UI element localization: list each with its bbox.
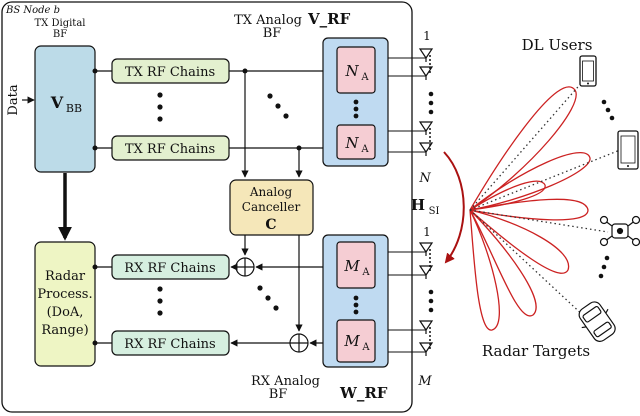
junction-dot: [92, 340, 98, 346]
bs-node-title: BS Node b: [5, 5, 60, 16]
rx-phase-block-2: [336, 319, 376, 363]
radar-targets-label: Radar Targets: [482, 342, 590, 360]
tx-phase-block-2: [336, 124, 376, 160]
analog-canceller-block: [229, 179, 314, 236]
drone-icon: [599, 215, 640, 247]
dl-users-label: DL Users: [522, 36, 593, 54]
rx-phase-block-1: [336, 241, 376, 289]
tx-phase-ellipsis: [353, 99, 359, 119]
junction-dot: [92, 68, 98, 74]
data-input-label: Data: [6, 84, 21, 115]
tx-analog-bf-symbol: V_RF: [307, 10, 351, 28]
tx-digital-bf-label-1: TX Digital: [35, 18, 86, 29]
rx-rf-chain-2: [111, 330, 230, 356]
rx-rf-chain-1-label: RX RF Chains: [124, 261, 215, 276]
junction-dot: [92, 264, 98, 270]
rx-phase-1-symbol: M: [343, 257, 360, 275]
tx-digital-bf-label-2: BF: [53, 29, 67, 40]
users-ellipsis: [601, 99, 615, 121]
tx-phase-1-symbol: N: [344, 62, 359, 80]
h-si-subscript: SI: [429, 206, 440, 217]
vbb-block: [34, 45, 96, 173]
tx-phase-block-1: [336, 46, 376, 94]
canceller-line-2: Canceller: [242, 200, 301, 214]
tx-antenna-first-label: 1: [423, 29, 431, 43]
tx-antenna-array: [388, 48, 434, 157]
tx-phase-2-subscript: A: [360, 144, 369, 155]
rx-antenna-first-label: 1: [423, 225, 431, 239]
tx-rf-chain-2-label: TX RF Chains: [125, 142, 215, 157]
rx-phase-2-subscript: A: [361, 342, 370, 353]
car-icon: [578, 301, 616, 342]
rx-analog-bf-symbol: W_RF: [339, 384, 388, 402]
radar-process-block: [34, 241, 96, 367]
tx-chain-ellipsis: [157, 92, 163, 122]
adder-1: [235, 257, 255, 277]
rx-phase-1-subscript: A: [361, 267, 370, 278]
targets-ellipsis: [598, 255, 610, 279]
vbb-subscript: BB: [66, 102, 82, 115]
tx-phase-1-subscript: A: [360, 72, 369, 83]
junction-dot: [92, 145, 98, 151]
canceller-symbol: C: [265, 217, 276, 233]
canceller-line-1: Analog: [249, 185, 293, 199]
tx-analog-bf-label-2: BF: [263, 26, 282, 41]
h-si-symbol: H: [411, 196, 425, 214]
dotted-links: [469, 79, 621, 319]
radar-process-line-1: Radar: [45, 269, 86, 284]
rx-chain-ellipsis: [157, 286, 163, 316]
cross-ellipsis-top: [267, 93, 289, 119]
radar-process-line-2: Process.: [37, 287, 92, 302]
rx-phase-ellipsis: [353, 295, 359, 315]
rx-rf-chain-2-label: RX RF Chains: [124, 337, 215, 352]
radar-process-line-4: Range): [41, 323, 88, 338]
tx-antenna-last-label: N: [418, 171, 431, 186]
radar-process-line-3: (DoA,: [47, 305, 84, 320]
rx-antenna-last-label: M: [417, 374, 432, 389]
rx-rf-chain-1: [111, 254, 230, 280]
tx-rf-chain-1-label: TX RF Chains: [125, 65, 215, 80]
rx-analog-bf-label-2: BF: [269, 387, 288, 402]
beam-pattern: [469, 86, 591, 331]
self-interference-arrow: [443, 151, 465, 264]
rx-phase-2-symbol: M: [343, 332, 360, 350]
tx-analog-bf-label-1: TX Analog: [234, 13, 302, 28]
tablet-icon: [617, 130, 639, 170]
phone-icon: [579, 55, 597, 87]
vbb-symbol: V: [50, 93, 64, 112]
tx-phase-2-symbol: N: [344, 134, 359, 152]
adder-2: [289, 333, 309, 353]
cross-ellipsis-bottom: [257, 285, 279, 311]
bs-node-frame: [1, 1, 413, 413]
rx-analog-bf-label-1: RX Analog: [251, 374, 320, 389]
rx-antenna-array: [388, 242, 434, 357]
